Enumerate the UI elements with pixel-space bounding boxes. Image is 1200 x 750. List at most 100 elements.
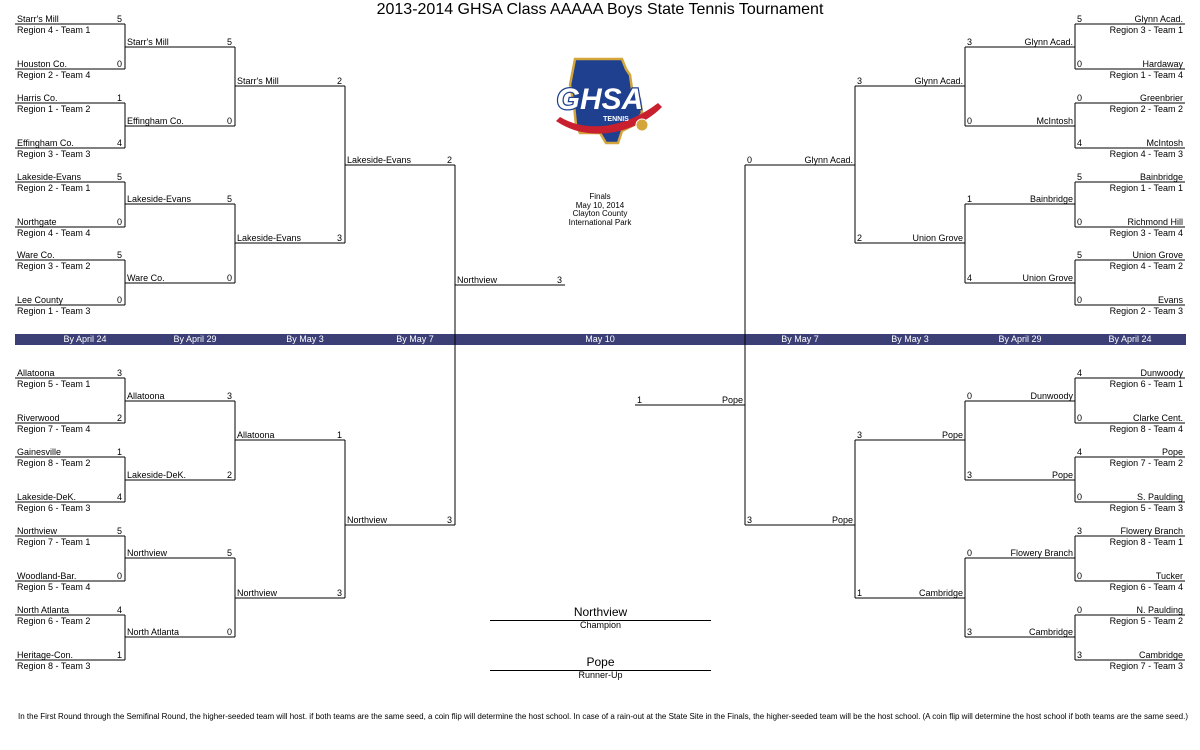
champion-label: Champion <box>579 620 622 630</box>
score: 1 <box>336 430 342 440</box>
team-name: Lakeside-DeK. <box>17 492 77 502</box>
finals-venue-line1: Clayton County <box>572 209 628 218</box>
runner-up-line <box>490 670 711 671</box>
team-name: Union Grove <box>1132 250 1183 260</box>
team-name: Starr's Mill <box>127 37 169 47</box>
round-date-label: By May 3 <box>286 334 324 344</box>
score: 4 <box>1077 447 1083 457</box>
score: 1 <box>637 395 643 405</box>
seed-label: Region 8 - Team 4 <box>1109 424 1183 434</box>
seed-label: Region 7 - Team 2 <box>1109 458 1183 468</box>
svg-text:GHSA: GHSA <box>557 83 644 116</box>
finals-label: Finals <box>589 192 611 201</box>
score: 1 <box>116 93 122 103</box>
score: 0 <box>116 295 122 305</box>
score: 3 <box>116 368 122 378</box>
team-name: Glynn Acad. <box>1024 37 1073 47</box>
score: 0 <box>116 571 122 581</box>
score: 0 <box>1077 295 1083 305</box>
team-name: Woodland-Bar. <box>17 571 77 581</box>
team-name: North Atlanta <box>127 627 180 637</box>
seed-label: Region 5 - Team 3 <box>1109 503 1183 513</box>
score: 5 <box>116 526 122 536</box>
team-name: Ware Co. <box>127 273 165 283</box>
score: 0 <box>1077 492 1083 502</box>
team-name: North Atlanta <box>17 605 70 615</box>
team-name: Flowery Branch <box>1010 548 1073 558</box>
runner-up-name: Pope <box>586 655 615 669</box>
team-name: Gainesville <box>17 447 62 457</box>
team-name: Lakeside-DeK. <box>127 470 187 480</box>
team-name: Bainbridge <box>1139 172 1183 182</box>
score: 5 <box>226 37 232 47</box>
team-name: Allatoona <box>237 430 275 440</box>
seed-label: Region 5 - Team 2 <box>1109 616 1183 626</box>
team-name: Houston Co. <box>17 59 68 69</box>
seed-label: Region 3 - Team 2 <box>17 261 91 271</box>
team-name: Starr's Mill <box>17 14 59 24</box>
score: 5 <box>1077 250 1083 260</box>
score: 3 <box>857 430 863 440</box>
seed-label: Region 2 - Team 1 <box>17 183 91 193</box>
seed-label: Region 3 - Team 1 <box>1109 25 1183 35</box>
team-name: Starr's Mill <box>237 76 279 86</box>
score: 5 <box>1077 14 1083 24</box>
score: 0 <box>1077 605 1083 615</box>
team-name: Dunwoody <box>1140 368 1183 378</box>
round-date-label: By April 24 <box>1108 334 1152 344</box>
score: 0 <box>967 116 973 126</box>
seed-label: Region 6 - Team 1 <box>1109 379 1183 389</box>
seed-label: Region 6 - Team 3 <box>17 503 91 513</box>
team-name: Richmond Hill <box>1127 217 1183 227</box>
team-name: Lakeside-Evans <box>237 233 302 243</box>
score: 3 <box>226 391 232 401</box>
score: 5 <box>226 548 232 558</box>
ghsa-tennis-logo: GHSA TENNIS <box>530 55 670 147</box>
round-date-label: By April 29 <box>173 334 217 344</box>
score: 3 <box>967 37 973 47</box>
score: 1 <box>857 588 863 598</box>
seed-label: Region 2 - Team 3 <box>1109 306 1183 316</box>
runner-up-label: Runner-Up <box>578 670 623 680</box>
team-name: Heritage-Con. <box>17 650 74 660</box>
team-name: Allatoona <box>127 391 165 401</box>
team-name: Bainbridge <box>1029 194 1073 204</box>
team-name: McIntosh <box>1146 138 1183 148</box>
score: 4 <box>967 273 973 283</box>
seed-label: Region 7 - Team 3 <box>1109 661 1183 671</box>
seed-label: Region 4 - Team 1 <box>17 25 91 35</box>
score: 0 <box>226 273 232 283</box>
score: 5 <box>226 194 232 204</box>
team-name: Northview <box>17 526 58 536</box>
round-date-label: By May 7 <box>396 334 434 344</box>
team-name: Clarke Cent. <box>1132 413 1183 423</box>
team-name: Flowery Branch <box>1120 526 1183 536</box>
team-name: N. Paulding <box>1136 605 1183 615</box>
score: 5 <box>1077 172 1083 182</box>
seed-label: Region 4 - Team 2 <box>1109 261 1183 271</box>
seed-label: Region 6 - Team 2 <box>17 616 91 626</box>
seed-label: Region 4 - Team 4 <box>17 228 91 238</box>
score: 0 <box>967 391 973 401</box>
team-name: McIntosh <box>1036 116 1073 126</box>
score: 4 <box>116 138 122 148</box>
seed-label: Region 7 - Team 1 <box>17 537 91 547</box>
round-date-label: By May 7 <box>781 334 819 344</box>
score: 0 <box>226 116 232 126</box>
team-name: Northview <box>457 275 498 285</box>
team-name: Glynn Acad. <box>804 155 853 165</box>
team-name: Ware Co. <box>17 250 55 260</box>
score: 2 <box>857 233 863 243</box>
team-name: Lee County <box>17 295 64 305</box>
team-name: Harris Co. <box>17 93 58 103</box>
seed-label: Region 5 - Team 1 <box>17 379 91 389</box>
seed-label: Region 5 - Team 4 <box>17 582 91 592</box>
seed-label: Region 1 - Team 1 <box>1109 183 1183 193</box>
team-name: Effingham Co. <box>127 116 184 126</box>
team-name: Greenbrier <box>1139 93 1183 103</box>
score: 0 <box>1077 571 1083 581</box>
team-name: Union Grove <box>1022 273 1073 283</box>
team-name: Pope <box>721 395 743 405</box>
finals-date: May 10, 2014 <box>575 200 625 210</box>
team-name: Tucker <box>1155 571 1183 581</box>
